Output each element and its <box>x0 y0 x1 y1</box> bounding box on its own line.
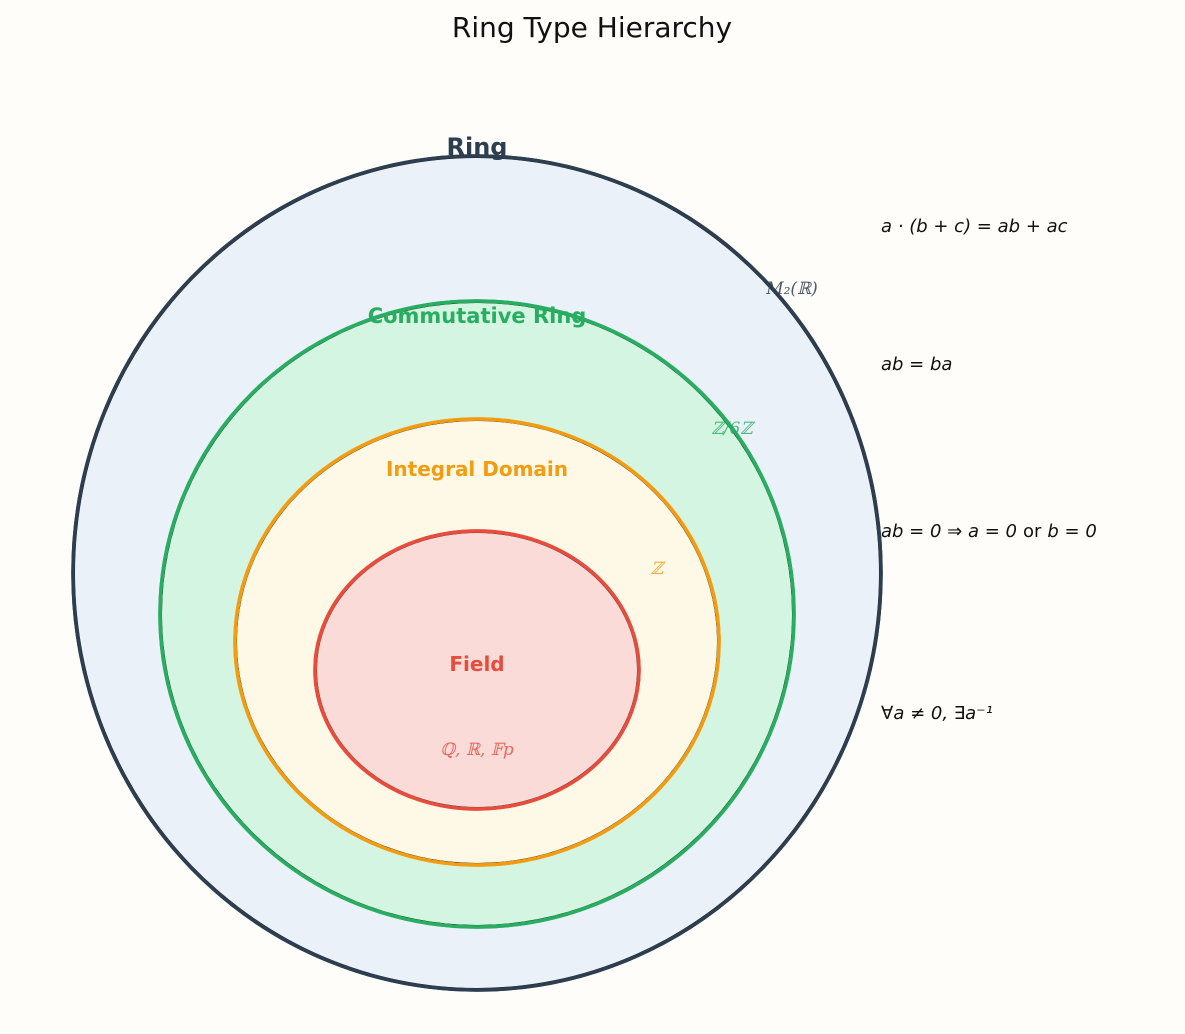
field-set-border <box>313 529 641 811</box>
field-label: Field <box>449 652 504 676</box>
ring-label: Ring <box>447 133 508 161</box>
no-zero-divisors-part-b: b = 0 <box>1047 521 1096 542</box>
distributive-axiom: a · (b + c) = ab + ac <box>881 216 1068 237</box>
commutative-axiom: ab = ba <box>881 354 952 375</box>
field-example-label: ℚ, ℝ, 𝔽p <box>440 740 514 760</box>
integral-domain-set-border <box>233 417 721 867</box>
commutative-ring-label: Commutative Ring <box>368 304 587 328</box>
no-zero-divisors-part-a: ab = 0 ⇒ a = 0 <box>881 521 1017 542</box>
field-set-fill <box>317 533 637 807</box>
commutative-ring-set-border <box>158 299 796 929</box>
ring-example-label: M₂(ℝ) <box>765 279 818 299</box>
ring-set-border <box>71 154 883 992</box>
integral-domain-example-label: ℤ <box>651 559 666 579</box>
integral-domain-label: Integral Domain <box>386 457 568 481</box>
no-zero-divisors-or: or <box>1023 521 1042 542</box>
commutative-ring-example-label: ℤ/6ℤ <box>711 419 755 439</box>
diagram-title: Ring Type Hierarchy <box>452 11 732 44</box>
inverse-axiom: ∀a ≠ 0, ∃a⁻¹ <box>881 703 993 724</box>
